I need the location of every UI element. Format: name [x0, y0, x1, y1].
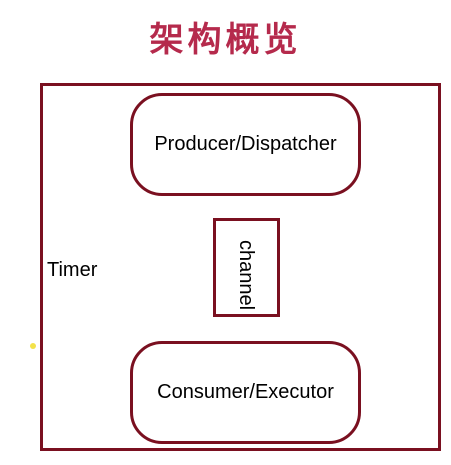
consumer-executor-node: Consumer/Executor: [130, 341, 361, 444]
channel-label: channel: [235, 240, 257, 311]
page-title: 架构概览: [149, 20, 302, 60]
consumer-executor-label: Consumer/Executor: [157, 381, 334, 403]
timer-label: Timer: [47, 259, 98, 281]
channel-node: [213, 218, 280, 317]
producer-dispatcher-label: Producer/Dispatcher: [154, 133, 337, 155]
timer-container: [40, 83, 441, 451]
cursor-highlight-dot: [30, 343, 36, 349]
producer-dispatcher-node: Producer/Dispatcher: [130, 93, 361, 196]
